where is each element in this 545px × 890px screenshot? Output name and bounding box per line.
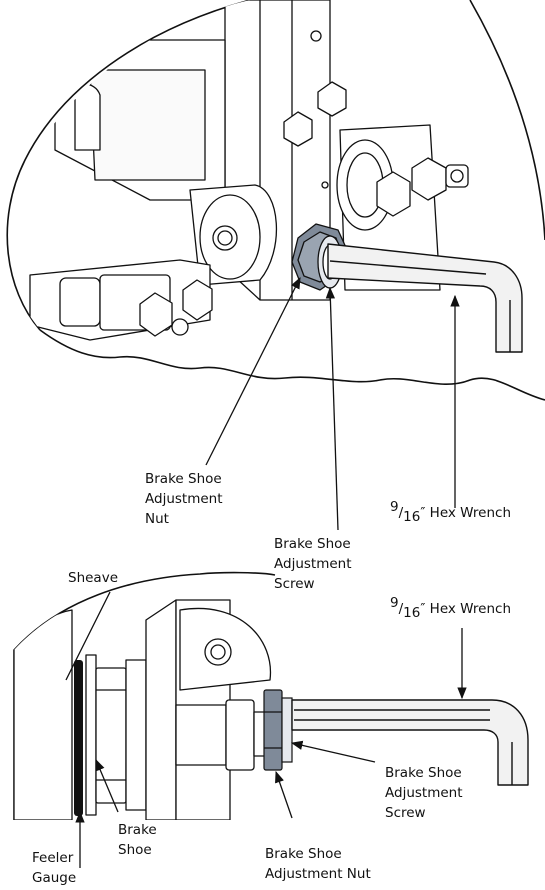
brake-shoe — [85, 654, 97, 816]
label-adjustment-screw-side: Brake Shoe Adjustment Screw — [385, 765, 467, 821]
side-view: Sheave 9/16″ Hex Wrench Brake Shoe Adjus… — [13, 570, 529, 886]
top-view: Brake Shoe Adjustment Nut Brake Shoe Adj… — [6, 0, 545, 592]
column-screw-icon — [310, 30, 322, 42]
top-view-frame-right — [469, 0, 545, 241]
feeler-gauge — [74, 660, 83, 816]
hex-nut-icon — [376, 171, 411, 217]
label-adjustment-screw: Brake Shoe Adjustment Screw — [274, 536, 356, 592]
label-sheave: Sheave — [68, 570, 118, 586]
screw-leader-side — [290, 740, 376, 763]
top-view-frame — [6, 0, 251, 331]
hex-bolt-icon — [283, 81, 347, 147]
nut-leader-top — [205, 276, 301, 466]
label-adjustment-nut: Brake Shoe Adjustment Nut — [145, 471, 227, 527]
adjustment-nut-side — [263, 689, 293, 771]
top-view-torn-edge — [39, 329, 545, 401]
label-adjustment-nut-side: Brake Shoe Adjustment Nut — [265, 846, 371, 882]
hex-wrench-side — [291, 699, 529, 786]
label-feeler-gauge: Feeler Gauge — [32, 850, 78, 886]
label-hex-wrench-side: 9/16″ Hex Wrench — [390, 595, 511, 621]
nut-leader-side — [275, 770, 293, 819]
hex-wrench-top — [327, 243, 523, 353]
shoe-leader — [95, 758, 119, 813]
brake-arm-plate — [145, 599, 177, 820]
screw-leader-top — [325, 286, 339, 531]
sheave-leader — [65, 591, 111, 681]
label-brake-shoe: Brake Shoe — [118, 822, 161, 858]
label-hex-wrench-top: 9/16″ Hex Wrench — [390, 499, 511, 525]
sheave — [14, 609, 73, 820]
